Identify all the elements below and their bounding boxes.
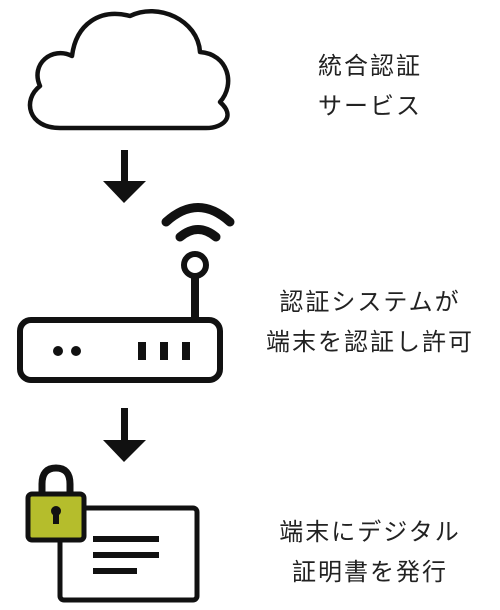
arrow-down-icon: [103, 408, 146, 462]
step-label-authentication: 認証システムが 端末を認証し許可: [250, 282, 490, 362]
label-line: 端末にデジタル: [279, 518, 461, 546]
cloud-icon: [27, 9, 231, 131]
wifi-signal-icon: [175, 225, 221, 242]
label-line: 証明書を発行: [292, 558, 448, 586]
label-line: 認証システムが: [279, 288, 461, 316]
label-line: サービス: [318, 92, 422, 120]
step-label-integrated-auth: 統合認証 サービス: [250, 46, 490, 126]
step-label-certificate: 端末にデジタル 証明書を発行: [250, 512, 490, 592]
wifi-signal-icon: [161, 203, 235, 227]
label-line: 端末を認証し許可: [266, 328, 474, 356]
label-line: 統合認証: [318, 52, 422, 80]
arrow-down-icon: [103, 150, 146, 203]
wifi-router-icon: [17, 203, 235, 383]
certificate-lock-icon: [25, 464, 200, 603]
lock-shackle: [38, 464, 74, 498]
